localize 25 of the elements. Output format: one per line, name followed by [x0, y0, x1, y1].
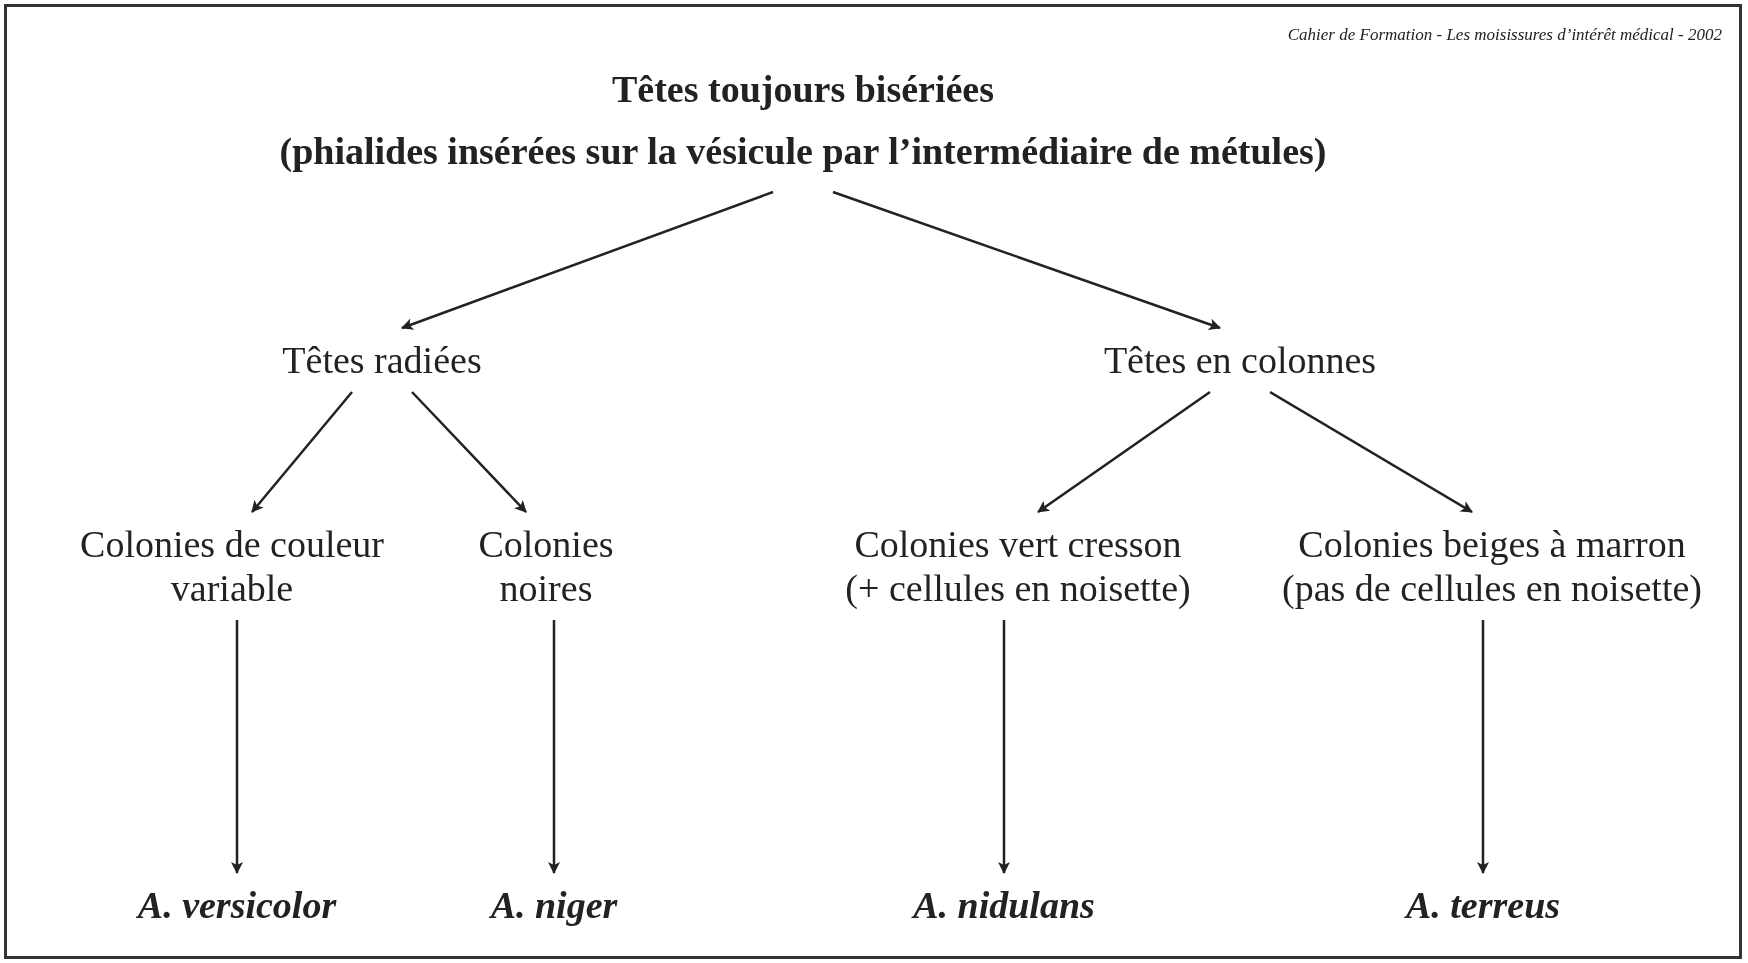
- arrow: [401, 190, 774, 330]
- node-label: Colonies de couleur variable: [79, 522, 385, 610]
- species-name: A. terreus: [1405, 883, 1561, 927]
- heading: Têtes toujours bisériées: [611, 67, 994, 112]
- node-label: Têtes radiées: [282, 338, 482, 382]
- species-name: A. niger: [490, 883, 618, 927]
- node-label: Colonies beiges à marron: [1298, 522, 1686, 566]
- arrow: [998, 620, 1010, 874]
- arrow: [548, 620, 560, 874]
- subheading: (phialides insérées sur la vésicule par l’intermédiaire de métules): [279, 129, 1327, 174]
- arrow: [251, 391, 353, 513]
- node-label: (+ cellules en noisette): [845, 566, 1191, 610]
- arrow: [1037, 390, 1211, 514]
- arrow: [832, 190, 1221, 330]
- node-label: Colonies vert cresson: [854, 522, 1182, 566]
- node-label: Têtes en colonnes: [1103, 338, 1377, 382]
- species-name: A. nidulans: [913, 883, 1095, 927]
- arrow: [1269, 390, 1473, 514]
- source-note: Cahier de Formation - Les moisissures d’intérêt médical - 2002: [1287, 24, 1722, 46]
- arrow: [1477, 620, 1489, 874]
- arrow: [411, 391, 527, 513]
- species-name: A. versicolor: [137, 883, 337, 927]
- node-label: Colonies noires: [477, 522, 615, 610]
- arrow: [231, 620, 243, 874]
- node-label: (pas de cellules en noisette): [1282, 566, 1702, 610]
